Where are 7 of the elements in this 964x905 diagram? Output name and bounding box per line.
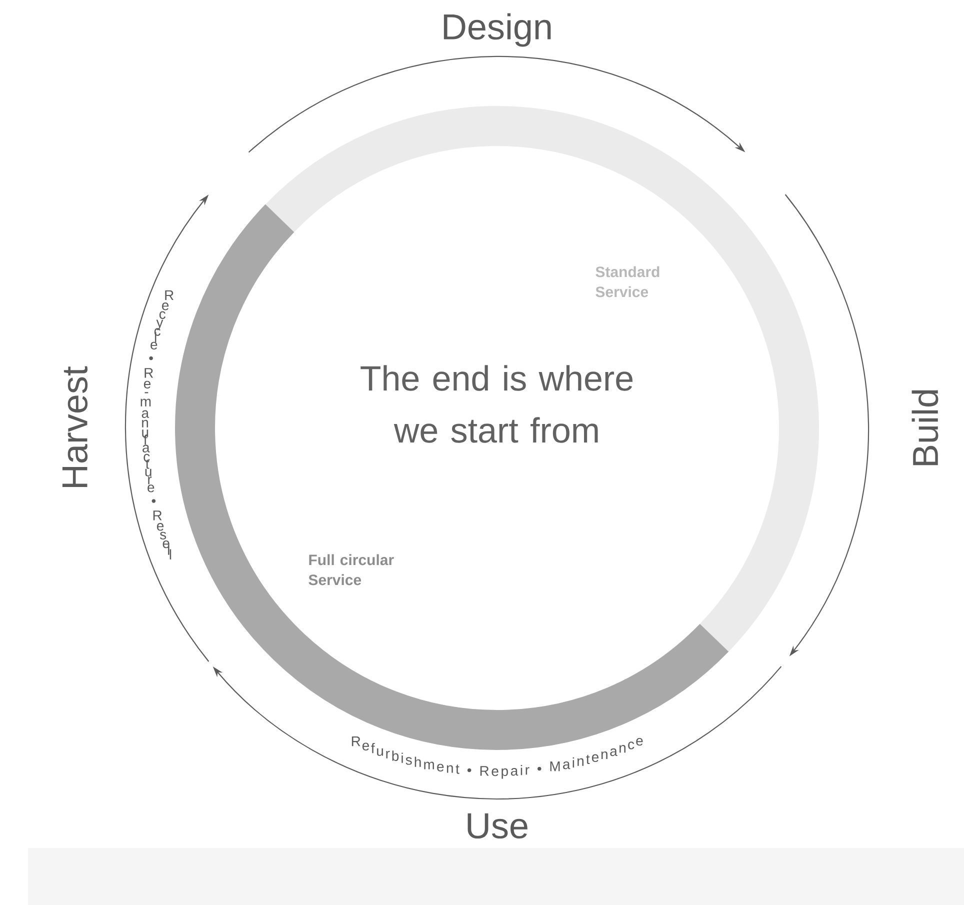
stage-label: Build (912, 390, 938, 466)
center-text: The end is where we start from (360, 365, 633, 443)
stage-label: Harvest (62, 366, 88, 488)
stage-label: Design (444, 13, 551, 47)
stage-label: Use (468, 813, 528, 839)
service-label: Full circular Service (308, 554, 394, 586)
service-label: Standard Service (596, 266, 660, 298)
